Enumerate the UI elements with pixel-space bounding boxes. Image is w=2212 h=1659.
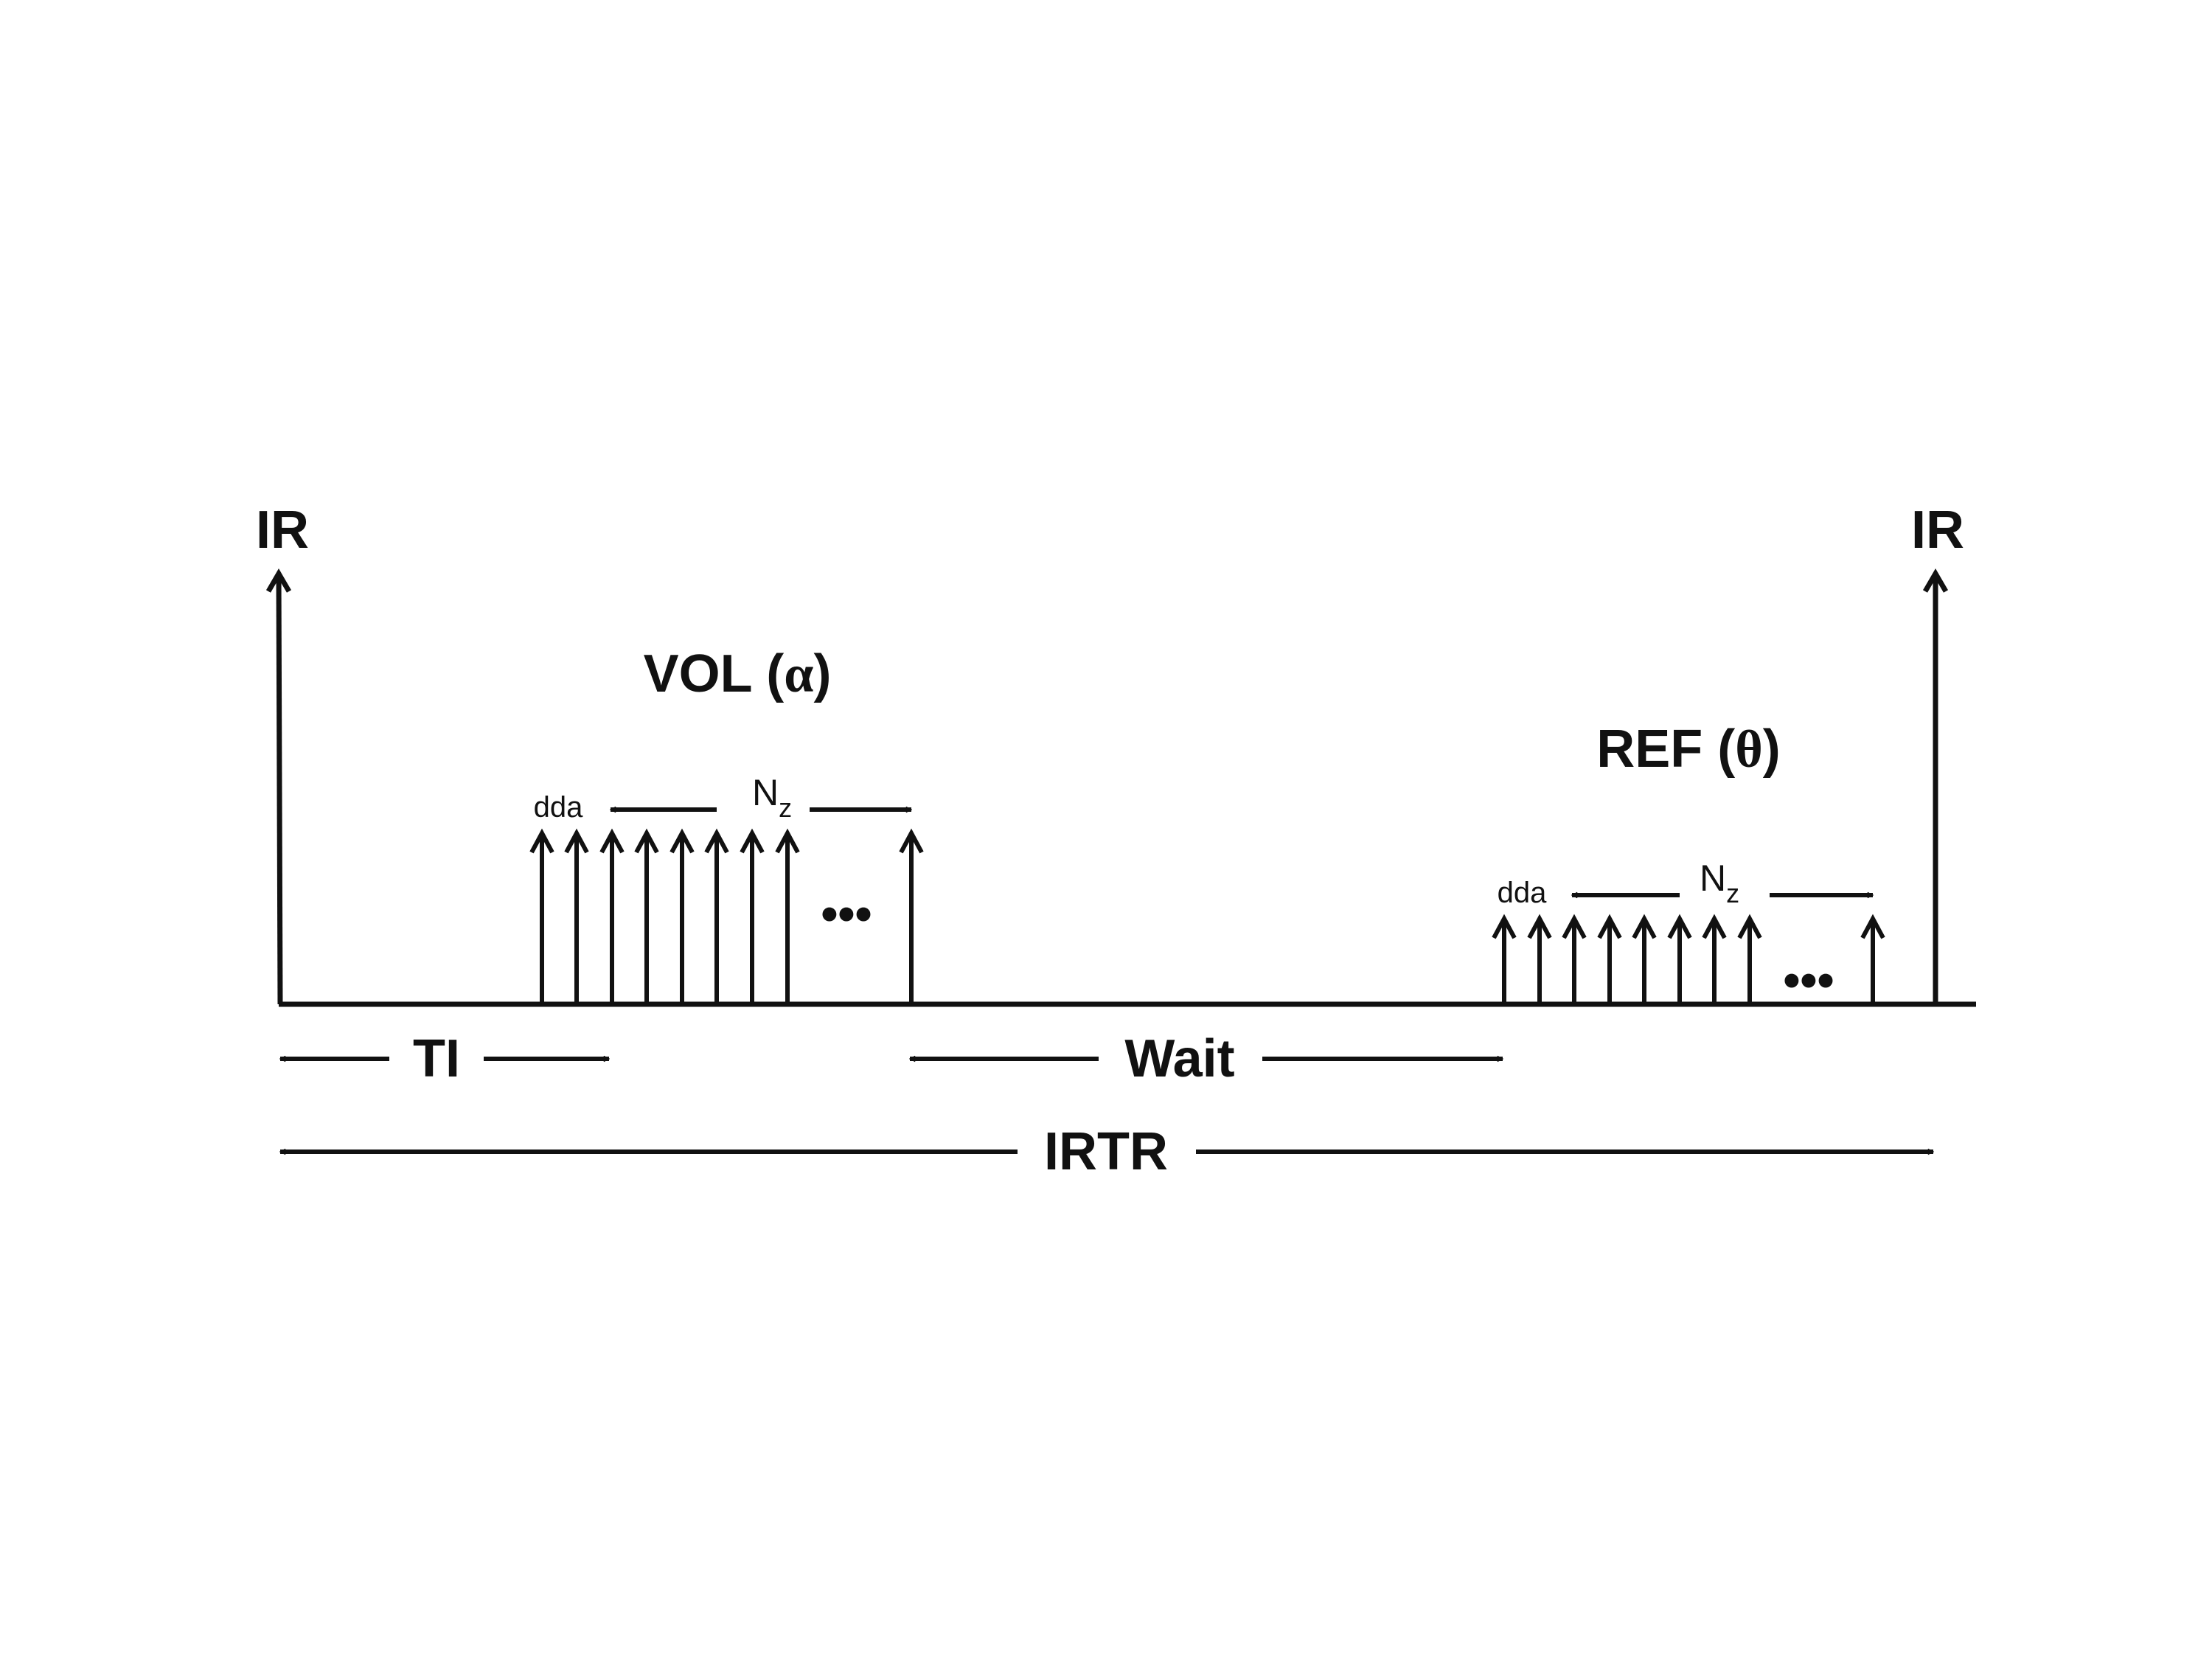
ref-label: REF (θ) — [1596, 720, 1781, 779]
ref-pulse-2 — [1527, 914, 1552, 1004]
ref-pulse-6 — [1667, 914, 1692, 1004]
vol-pulse-4 — [634, 828, 659, 1004]
nz-vol-label: Nz — [752, 772, 792, 823]
vol-pulse-9 — [899, 828, 924, 1004]
vol-label: VOL (α) — [644, 644, 832, 703]
irtr-label: IRTR — [1044, 1122, 1168, 1181]
vol-pulse-8 — [775, 828, 800, 1004]
vol-pulse-3 — [599, 828, 625, 1004]
ref-pulse-7 — [1702, 914, 1727, 1004]
ellipsis-ref: ••• — [1783, 953, 1834, 1007]
ref-pulse-9 — [1860, 914, 1885, 1004]
vol-pulse-2 — [564, 828, 589, 1004]
ref-pulse-3 — [1562, 914, 1587, 1004]
ir-pulse-left — [265, 568, 292, 1005]
ref-pulse-8 — [1737, 914, 1762, 1004]
ref-pulse-4 — [1597, 914, 1622, 1004]
ref-pulse-train — [1492, 914, 1885, 1004]
ti-label: TI — [413, 1029, 460, 1088]
ir-pulse-right — [1922, 568, 1949, 1004]
ir-left-label: IR — [256, 501, 309, 560]
ir-right-label: IR — [1911, 501, 1964, 560]
dda-vol-label: dda — [534, 791, 583, 824]
wait-label: Wait — [1124, 1029, 1234, 1088]
nz-ref-label: Nz — [1700, 858, 1739, 908]
vol-pulse-7 — [740, 828, 765, 1004]
vol-pulse-5 — [669, 828, 695, 1004]
ref-pulse-1 — [1492, 914, 1517, 1004]
vol-pulse-6 — [704, 828, 729, 1004]
vol-pulse-train — [529, 828, 924, 1004]
dda-ref-label: dda — [1498, 877, 1547, 909]
alpha-symbol: α — [784, 644, 813, 703]
ellipsis-vol: ••• — [821, 886, 872, 941]
ref-pulse-5 — [1632, 914, 1657, 1004]
theta-symbol: θ — [1735, 720, 1763, 779]
vol-pulse-1 — [529, 828, 554, 1004]
